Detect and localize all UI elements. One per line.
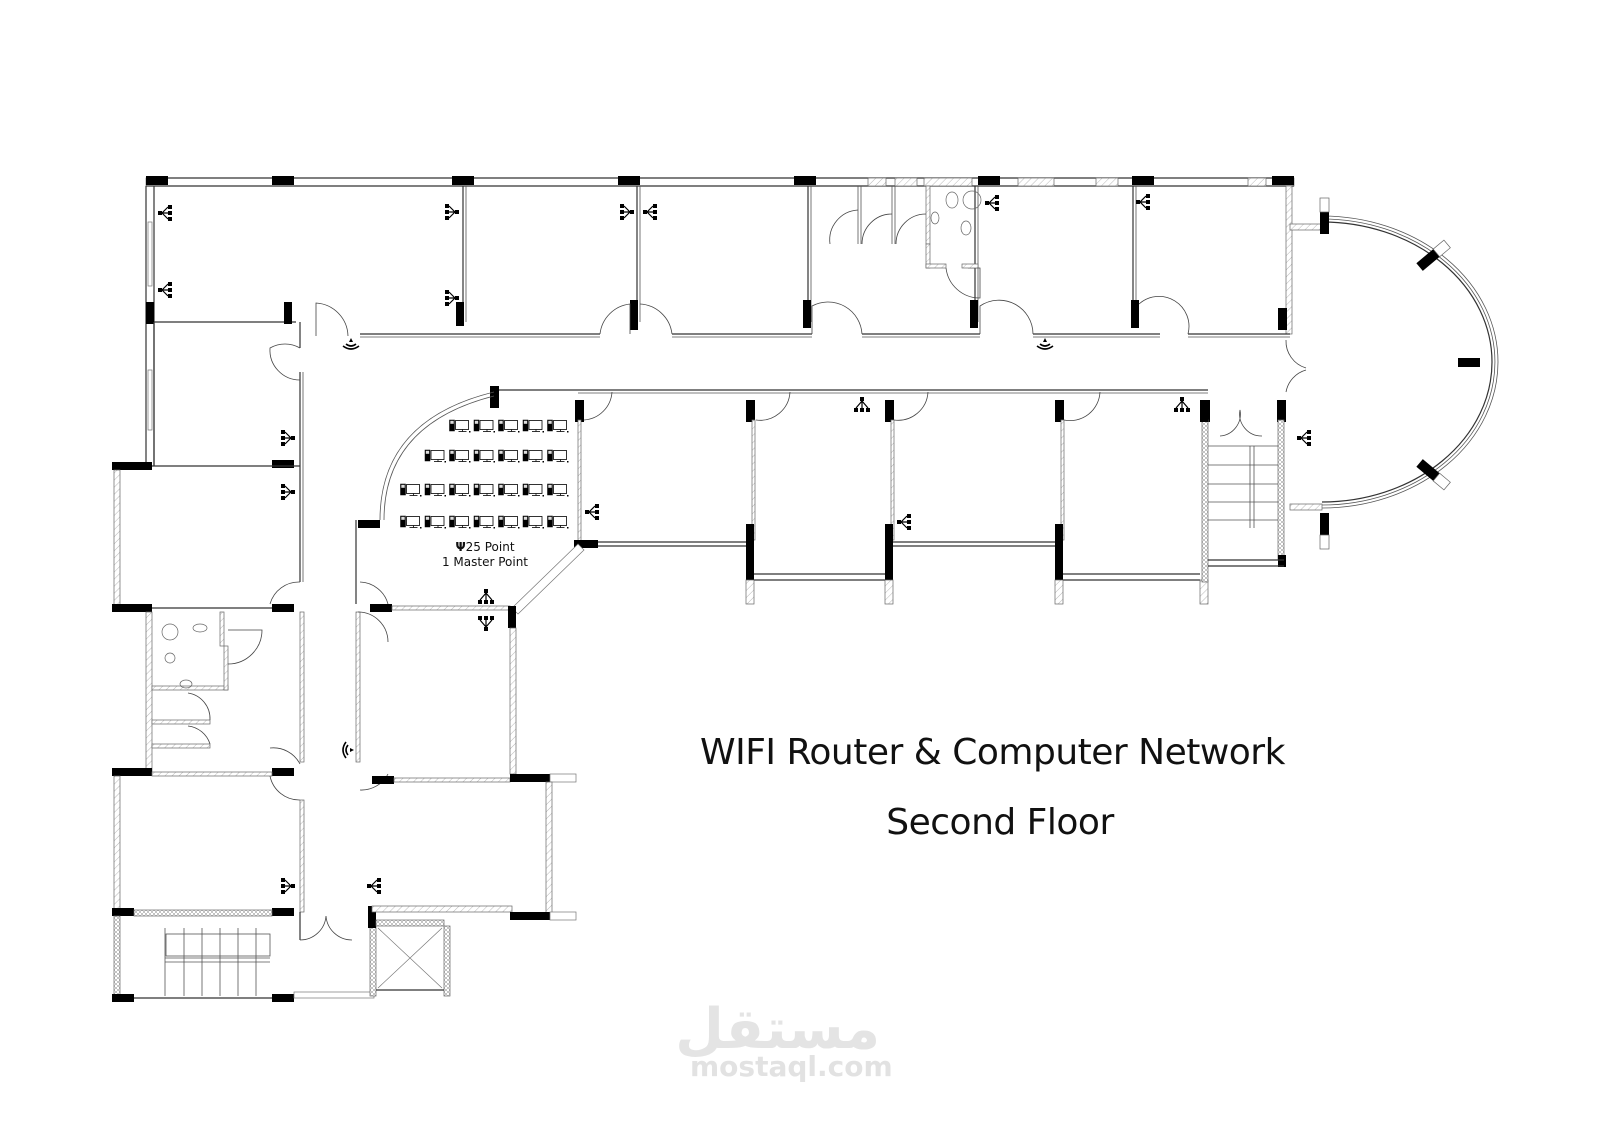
central-rooms: [355, 391, 585, 921]
network-outlet-icon: [280, 429, 296, 447]
east-rotunda: [1285, 197, 1499, 550]
network-outlet-icon: [1296, 429, 1312, 447]
network-outlet-icon: [642, 203, 658, 221]
north-wing: [145, 176, 1295, 466]
computer-workstation-icon: [473, 515, 496, 529]
network-outlet-icon: [157, 204, 173, 222]
computer-lab-label: Ψ25 Point 1 Master Point: [420, 540, 550, 570]
computer-workstation-icon: [473, 449, 496, 463]
computer-workstation-icon: [449, 515, 471, 529]
computer-workstation-icon: [547, 483, 569, 497]
computer-workstation-icon: [449, 449, 471, 463]
drawing-subtitle: Second Floor: [886, 802, 1114, 843]
network-outlet-icon: [1173, 396, 1191, 413]
computer-workstation-icon: [522, 449, 545, 463]
computer-workstation-icon: [547, 449, 569, 463]
network-outlet-icon: [366, 877, 382, 895]
network-outlet-icon: [280, 877, 296, 895]
network-outlet-icon: [584, 503, 600, 521]
network-outlet-icon: [444, 203, 460, 221]
network-outlet-icon: [157, 281, 173, 299]
wifi-router-icon: [1036, 337, 1054, 350]
computer-workstation-icon: [522, 483, 545, 497]
network-outlet-icon: [280, 483, 296, 501]
network-outlet-icon: [853, 396, 871, 413]
computer-lab-workstations: [400, 419, 569, 529]
computer-workstation-icon: [473, 483, 496, 497]
lab-points-label: 25 Point: [465, 540, 515, 554]
wifi-router-icon: [342, 337, 360, 350]
network-outlet-icon: [984, 194, 1000, 212]
computer-workstation-icon: [400, 483, 422, 497]
lab-master-label: 1 Master Point: [441, 555, 529, 569]
wifi-router-icon: [342, 741, 355, 759]
computer-workstation-icon: [424, 483, 447, 497]
computer-workstation-icon: [498, 419, 520, 433]
west-wing: [112, 322, 451, 1002]
east-staircase: [1208, 445, 1278, 528]
computer-workstation-icon: [449, 419, 471, 433]
computer-workstation-icon: [400, 515, 422, 529]
computer-workstation-icon: [424, 515, 447, 529]
computer-workstation-icon: [424, 449, 447, 463]
network-outlet-icon: [477, 588, 495, 605]
drawing-title: WIFI Router & Computer Network: [700, 732, 1285, 773]
network-outlet-icon: [1135, 193, 1151, 211]
network-outlet-icon: [477, 615, 495, 632]
network-outlet-icon: [896, 513, 912, 531]
south-offices: [490, 386, 1286, 605]
antenna-icon: Ψ: [455, 540, 466, 554]
watermark-logo: مستقل: [675, 997, 880, 1062]
elevator-shaft: [377, 927, 443, 989]
computer-workstation-icon: [498, 515, 520, 529]
computer-workstation-icon: [449, 483, 471, 497]
computer-workstation-icon: [522, 515, 545, 529]
watermark-url: mostaql.com: [690, 1050, 893, 1083]
network-outlet-icon: [619, 203, 635, 221]
computer-workstation-icon: [547, 419, 569, 433]
computer-workstation-icon: [473, 419, 496, 433]
computer-workstation-icon: [547, 515, 569, 529]
computer-workstation-icon: [498, 483, 520, 497]
computer-workstation-icon: [522, 419, 545, 433]
network-symbols: [157, 193, 1312, 895]
west-staircase: [164, 928, 271, 996]
computer-workstation-icon: [498, 449, 520, 463]
